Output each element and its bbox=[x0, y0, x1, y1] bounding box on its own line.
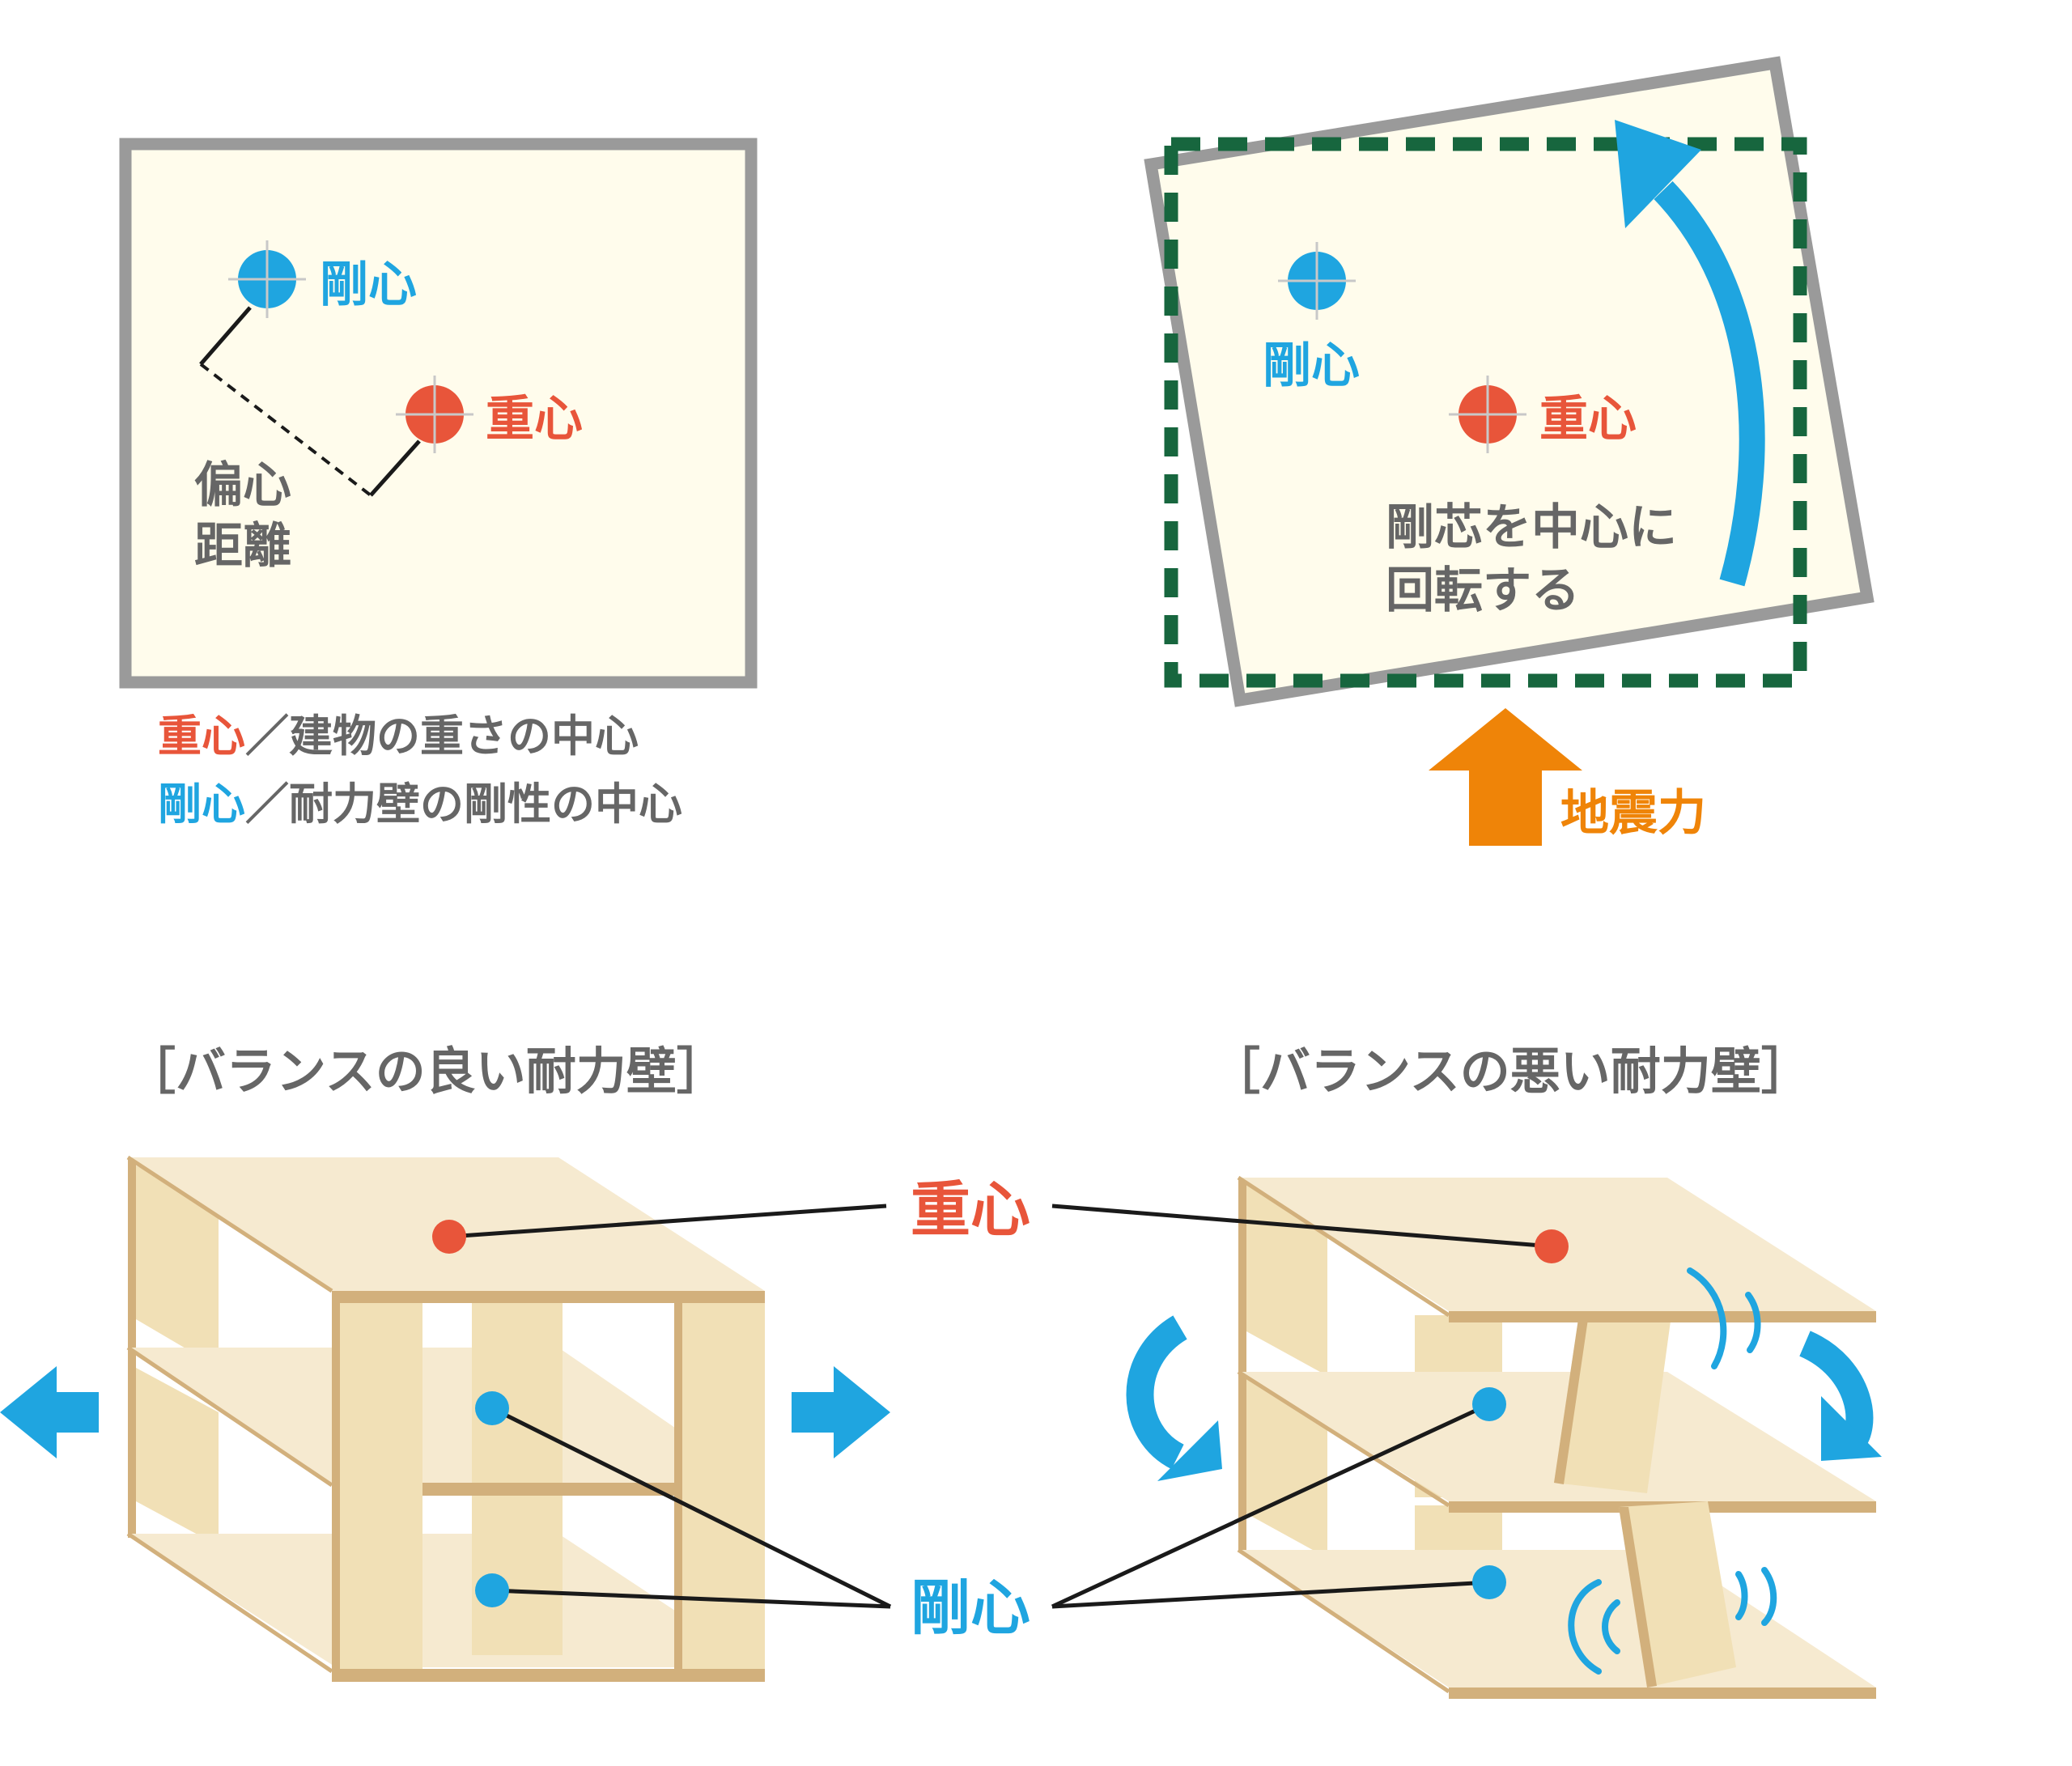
eccentric-distance-label-2: 距離 bbox=[194, 518, 291, 575]
bad-rigidity-dot-upper bbox=[1472, 1387, 1506, 1421]
gravity-label: 重心 bbox=[486, 391, 583, 448]
original-position-dashed bbox=[1164, 137, 1807, 688]
connectors: 重心 剛心 bbox=[432, 1175, 1569, 1643]
roof-slab-edge bbox=[1449, 1311, 1876, 1322]
vibration-wave-icon bbox=[1602, 1599, 1620, 1654]
back-column-lower bbox=[1246, 1376, 1327, 1558]
legend-rigidity-term: 剛心 bbox=[158, 779, 245, 830]
back-wall bbox=[1238, 1178, 1246, 1550]
plan-eccentricity: 剛心 重心 偏心 距離 bbox=[119, 138, 758, 689]
rigidity-label: 剛心 bbox=[320, 257, 417, 313]
good-rigidity-dot-upper bbox=[475, 1391, 509, 1425]
seismic-force-label: 地震力 bbox=[1560, 785, 1706, 842]
vibration-wave-icon bbox=[1568, 1579, 1602, 1675]
eccentric-distance-label-1: 偏心 bbox=[194, 457, 291, 514]
legend-gravity-term: 重心 bbox=[158, 711, 245, 762]
gravity-center-icon bbox=[396, 376, 473, 453]
roof-back-edge bbox=[1237, 1175, 1450, 1318]
back-column-upper bbox=[1246, 1183, 1327, 1376]
floor1-back-edge bbox=[1237, 1547, 1450, 1694]
rigidity-center-icon bbox=[228, 240, 306, 318]
gravity-center-icon bbox=[1449, 376, 1526, 453]
good-gravity-dot bbox=[432, 1220, 466, 1254]
rigidity-connector-good-lower bbox=[491, 1588, 891, 1609]
eccentric-solid-line-a bbox=[199, 306, 252, 366]
bad-gravity-dot bbox=[1535, 1229, 1569, 1263]
gravity-label: 重心 bbox=[1539, 391, 1637, 448]
bad-balance-title: ［バランスの悪い耐力壁］ bbox=[1210, 1042, 1811, 1101]
legend-gravity: 重心／建物の重さの中心 bbox=[158, 711, 639, 762]
push-left-arrow-icon bbox=[0, 1366, 99, 1458]
front-slab-edge-bottom bbox=[332, 1669, 765, 1682]
rigidity-connector-good-upper bbox=[490, 1406, 892, 1609]
bad-rigidity-dot-lower bbox=[1472, 1565, 1506, 1599]
rigidity-center-icon bbox=[1278, 242, 1356, 320]
front-column-right bbox=[674, 1303, 765, 1669]
rigidity-label: 剛心 bbox=[1263, 337, 1360, 394]
front-column-left bbox=[332, 1303, 422, 1669]
floor2-back-edge bbox=[126, 1345, 333, 1488]
floor-slab-2 bbox=[128, 1348, 761, 1487]
vibration-wave-icon bbox=[1687, 1267, 1727, 1369]
rigidity-connector-bad-lower bbox=[1051, 1580, 1490, 1609]
leaning-wall-upper bbox=[1554, 1315, 1671, 1493]
good-balance-title: ［バランスの良い耐力壁］ bbox=[125, 1042, 727, 1101]
gravity-connector-left bbox=[448, 1204, 887, 1239]
legend-rigidity-desc: ／耐力壁の剛性の中心 bbox=[245, 779, 682, 830]
floor-slab-1 bbox=[1238, 1550, 1876, 1687]
legend: 重心／建物の重さの中心 剛心／耐力壁の剛性の中心 bbox=[158, 711, 682, 830]
legend-gravity-desc: ／建物の重さの中心 bbox=[245, 711, 639, 762]
vibration-wave-icon bbox=[1745, 1292, 1761, 1353]
rotation-arrow-shaft bbox=[1654, 180, 1765, 587]
floor-slab-1-edge bbox=[1449, 1687, 1876, 1699]
front-column-left-edge bbox=[332, 1303, 340, 1669]
leaning-wall-lower-edge bbox=[1619, 1507, 1657, 1687]
gravity-connector-right bbox=[1051, 1204, 1552, 1249]
back-column-lower bbox=[136, 1368, 219, 1546]
rotate-text-1: 剛芯を中心に bbox=[1386, 499, 1677, 556]
legend-rigidity: 剛心／耐力壁の剛性の中心 bbox=[158, 779, 682, 830]
plan-rotation: 剛心 重心 剛芯を中心に 回転する 地震力 bbox=[1144, 56, 1875, 846]
floor1-back-edge bbox=[126, 1531, 333, 1674]
bad-balance-building bbox=[1126, 1175, 1882, 1699]
eccentric-solid-line-b bbox=[369, 439, 421, 497]
back-column-upper bbox=[136, 1165, 219, 1368]
front-slab-edge-top bbox=[332, 1291, 765, 1303]
bottom-rigidity-label: 剛心 bbox=[911, 1573, 1030, 1643]
rotate-text-2: 回転する bbox=[1386, 562, 1580, 619]
twist-arrow-right-head-icon bbox=[1821, 1396, 1882, 1461]
good-rigidity-dot-lower bbox=[475, 1573, 509, 1607]
bottom-gravity-label: 重心 bbox=[911, 1175, 1030, 1245]
rigidity-connector-bad-upper bbox=[1051, 1402, 1491, 1609]
front-column-right-edge bbox=[674, 1303, 682, 1669]
twist-arrow-left-head-icon bbox=[1157, 1420, 1222, 1481]
floor2-back-edge bbox=[1237, 1369, 1450, 1508]
vibration-wave-icon bbox=[1761, 1567, 1777, 1626]
push-right-arrow-icon bbox=[792, 1366, 890, 1458]
roof-back-edge bbox=[126, 1155, 333, 1293]
leaning-wall-upper-edge bbox=[1554, 1319, 1588, 1484]
eccentric-dashed-line bbox=[199, 363, 372, 497]
vibration-wave-icon bbox=[1735, 1571, 1748, 1620]
twist-arrow-left-shaft bbox=[1126, 1315, 1188, 1470]
seismic-force-arrow-icon bbox=[1429, 708, 1582, 846]
floor-slab-1 bbox=[128, 1534, 761, 1667]
floor-slab-2 bbox=[1238, 1372, 1876, 1501]
rotation-arrow-head bbox=[1615, 120, 1701, 228]
